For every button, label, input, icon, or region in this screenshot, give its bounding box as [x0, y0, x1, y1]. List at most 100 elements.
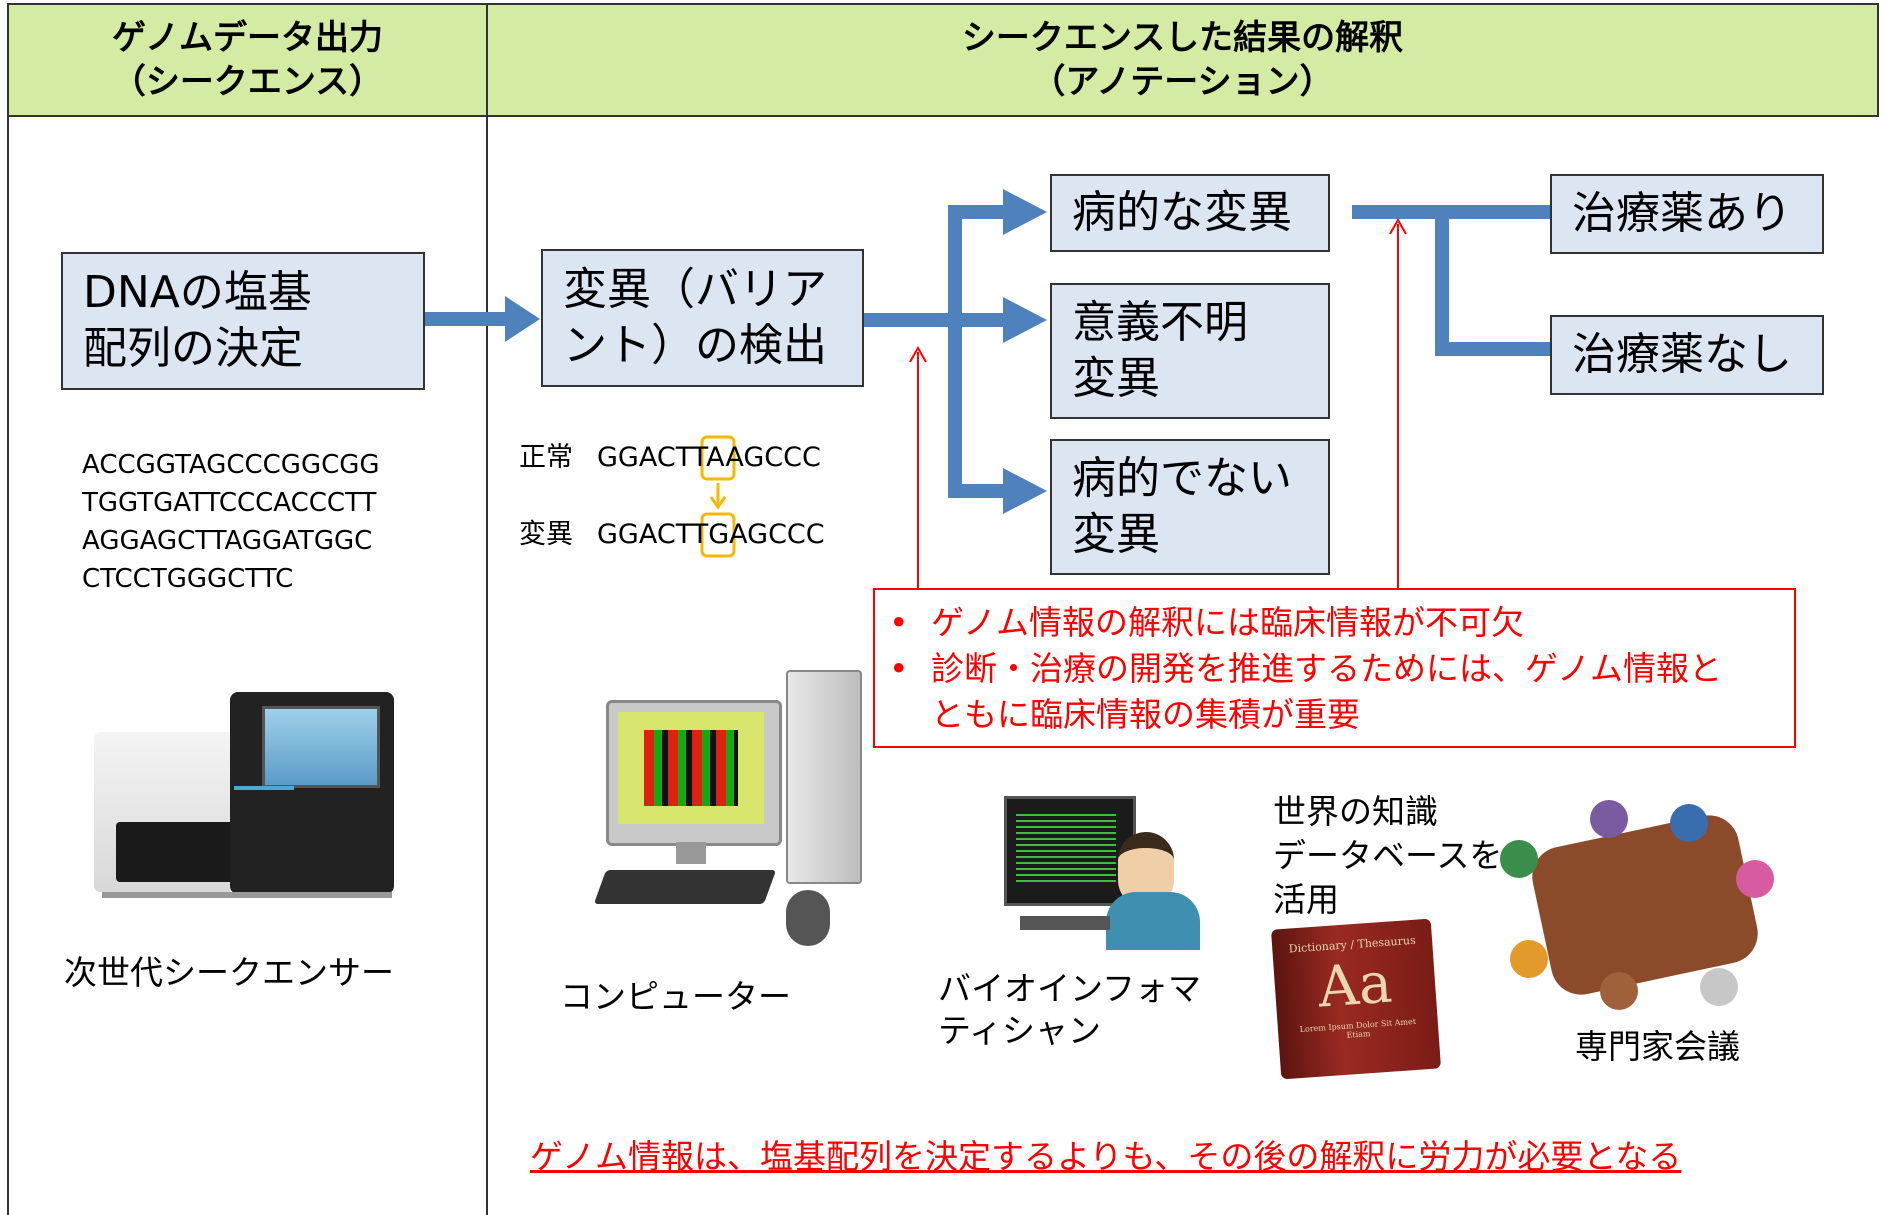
knowledge-line2: データベースを [1273, 836, 1503, 875]
variant-box-line1: 変異（バリア [563, 264, 827, 315]
arrow-variant-trunk [862, 313, 955, 327]
sequencer-light [234, 786, 294, 790]
arrowhead-pathogenic [1003, 189, 1047, 235]
mutant-seq-base: G [708, 519, 730, 550]
arrow-treatment-trunk [1352, 205, 1442, 219]
treatment-unavailable-box: 治療薬なし [1550, 315, 1824, 395]
bioinformatician-image [1000, 796, 1200, 950]
dna-box-line1: DNAの塩基 [83, 267, 312, 318]
dictionary-book-icon: Dictionary / Thesaurus Aa Lorem Ipsum Do… [1270, 918, 1442, 1080]
header-left-title: ゲノムデータ出力 [112, 18, 383, 58]
mutation-highlight [700, 435, 736, 558]
arrow-to-benign [948, 484, 1008, 498]
bioinformatician-line2: ティシャン [938, 1011, 1102, 1050]
book-letters: Aa [1315, 950, 1395, 1021]
note-item-1-text: ゲノム情報の解釈には臨床情報が不可欠 [931, 603, 1525, 642]
attendee [1670, 804, 1708, 842]
highlight-mutant-base [700, 512, 736, 558]
note-item-1: • ゲノム情報の解釈には臨床情報が不可欠 [889, 600, 1782, 646]
highlight-arrow-head [709, 496, 727, 510]
dna-sequence: ACCGGTAGCCCGGCGG TGGTGATTCCCACCCTT AGGAG… [82, 446, 380, 598]
sequencer-screen [262, 706, 380, 788]
header-left-subtitle: （シークエンス） [111, 62, 384, 102]
attendee [1510, 940, 1548, 978]
dna-sequencing-box: DNAの塩基 配列の決定 [61, 252, 425, 390]
arrow-to-treatment-yes [1435, 205, 1555, 219]
sequence-line: ACCGGTAGCCCGGCGG [82, 450, 380, 480]
red-arrows [909, 217, 1407, 588]
vus-line1: 意義不明 [1072, 297, 1248, 348]
arrow-to-treatment-no [1435, 342, 1555, 356]
person-body [1106, 892, 1200, 950]
knowledge-label: 世界の知識 データベースを 活用 [1273, 790, 1502, 922]
mutant-seq-prefix: GGACTT [597, 519, 709, 550]
normal-seq-prefix: GGACTT [597, 442, 707, 473]
expert-meeting-label: 専門家会議 [1575, 1027, 1740, 1066]
highlight-normal-base [700, 435, 736, 481]
pathogenic-label: 病的な変異 [1072, 187, 1292, 238]
note-item-2-line1: 診断・治療の開発を推進するためには、ゲノム情報と [931, 649, 1723, 688]
normal-label: 正常 [519, 442, 573, 473]
knowledge-line1: 世界の知識 [1273, 792, 1438, 831]
bullet: • [889, 603, 909, 642]
terminal-code [1016, 810, 1116, 886]
attendee [1736, 860, 1774, 898]
vus-box: 意義不明 変異 [1050, 283, 1330, 419]
computer-label: コンピューター [560, 977, 791, 1016]
red-arrow-right-head [1389, 217, 1407, 235]
monitor-stand [676, 842, 706, 864]
arrow-to-vus [955, 313, 1008, 327]
treatment-available-label: 治療薬あり [1572, 188, 1792, 239]
sequencer-label: 次世代シークエンサー [64, 953, 394, 992]
note-item-2-line2: ともに臨床情報の集積が重要 [931, 695, 1360, 734]
variant-box-line2: ント）の検出 [563, 320, 827, 371]
sequence-line: CTCCTGGGCTTC [82, 564, 294, 594]
knowledge-line3: 活用 [1273, 880, 1339, 919]
header-right: シークエンスした結果の解釈 （アノテーション） [486, 3, 1879, 117]
sequencer-image [94, 692, 394, 902]
benign-line2: 変異 [1072, 509, 1160, 560]
mutant-seq-suffix: AGCCC [729, 519, 825, 550]
sequencer-base [116, 822, 236, 882]
red-arrow-left-head [909, 345, 927, 363]
attendee [1500, 840, 1538, 878]
sequence-line: AGGAGCTTAGGATGGC [82, 526, 373, 556]
left-border [7, 115, 9, 1215]
normal-seq-base: A [706, 442, 726, 473]
dna-box-line2: 配列の決定 [83, 323, 303, 374]
bullet: • [889, 649, 909, 688]
benign-variant-box: 病的でない 変異 [1050, 439, 1330, 575]
sequence-line: TGGTGATTCCCACCCTT [82, 488, 377, 518]
tower [786, 670, 862, 884]
sequencer-feet [102, 892, 392, 898]
attendee [1600, 972, 1638, 1010]
header-left: ゲノムデータ出力 （シークエンス） [7, 3, 488, 117]
arrow-dna-to-variant [425, 312, 510, 326]
pathogenic-variant-box: 病的な変異 [1050, 174, 1330, 252]
treatment-unavailable-label: 治療薬なし [1572, 329, 1792, 380]
arrow-variant-vertical [948, 205, 962, 498]
heatmap [644, 730, 738, 806]
attendee [1700, 968, 1738, 1006]
mutant-sequence-row: 変異 GGACTTGAGCCC [519, 516, 825, 554]
expert-meeting-image [1500, 800, 1780, 1010]
treatment-available-box: 治療薬あり [1550, 174, 1824, 254]
attendee [1590, 800, 1628, 838]
note-item-2: • 診断・治療の開発を推進するためには、ゲノム情報と ともに臨床情報の集積が重要 [889, 646, 1782, 738]
benign-line1: 病的でない [1072, 453, 1292, 504]
conclusion-text: ゲノム情報は、塩基配列を決定するよりも、その後の解釈に労力が必要となる [530, 1137, 1682, 1176]
arrow-treatment-vertical [1435, 205, 1449, 356]
clinical-info-note: • ゲノム情報の解釈には臨床情報が不可欠 • 診断・治療の開発を推進するためには… [873, 588, 1796, 748]
desk-keyboard [1020, 916, 1110, 930]
header-right-title: シークエンスした結果の解釈 [961, 18, 1404, 58]
bioinformatician-label: バイオインフォマ ティシャン [938, 968, 1201, 1052]
vus-line2: 変異 [1072, 353, 1160, 404]
keyboard [593, 870, 777, 904]
bioinformatician-line1: バイオインフォマ [938, 969, 1202, 1008]
mouse [786, 890, 830, 946]
arrow-to-pathogenic [948, 205, 1008, 219]
computer-image [593, 670, 876, 946]
mutant-label: 変異 [519, 519, 573, 550]
arrowhead-benign [1003, 468, 1047, 514]
